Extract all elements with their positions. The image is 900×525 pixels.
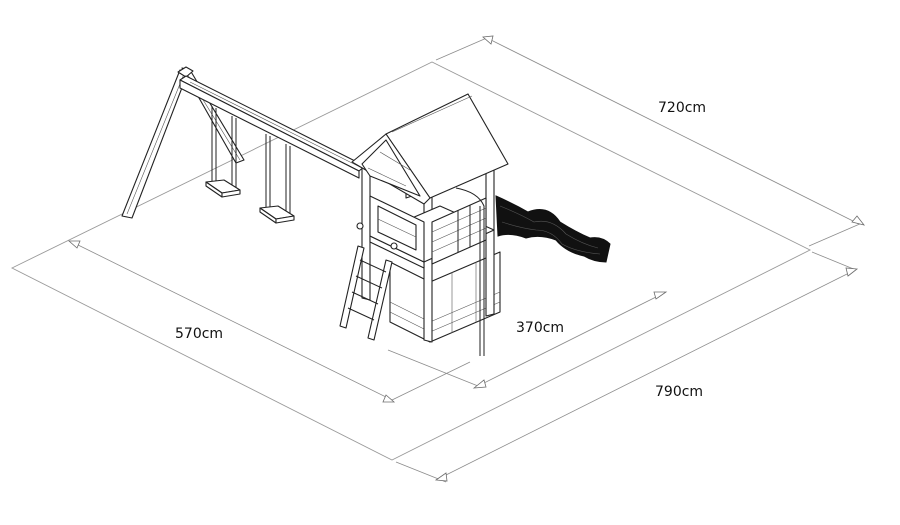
dimension-790: 790cm — [395, 251, 859, 483]
wavy-slide — [495, 195, 611, 263]
ladder-rung — [359, 259, 387, 273]
tower-handle — [356, 222, 364, 230]
arrowhead — [482, 35, 494, 45]
dimension-570: 570cm — [67, 240, 471, 403]
tower-gable-front — [361, 139, 421, 197]
label-790cm: 790cm — [655, 384, 703, 400]
arrowhead — [434, 472, 448, 482]
tower-wall-right — [431, 197, 487, 265]
swing-leg-front — [121, 69, 189, 219]
tower-handle — [390, 242, 398, 250]
ladder-rung — [351, 291, 379, 305]
arrowhead — [472, 379, 487, 389]
swing-seat-2 — [259, 134, 295, 224]
ladder-rail-right — [367, 259, 393, 341]
playhouse-tower — [351, 93, 509, 343]
dimension-720: 720cm — [435, 35, 866, 247]
swing-beam-side — [179, 79, 360, 179]
arrowhead — [845, 267, 859, 277]
tower-post-right — [485, 167, 495, 317]
tower-post-left — [361, 157, 371, 301]
arrowhead — [653, 291, 668, 300]
ladder-rail-left — [339, 245, 365, 329]
swing-seat-1 — [205, 106, 241, 198]
label-570cm: 570cm — [175, 326, 223, 342]
swing-frame — [121, 66, 366, 219]
arrowhead — [67, 240, 81, 249]
dimension-370: 370cm — [387, 291, 668, 389]
ladder — [339, 245, 393, 341]
ladder-rung — [347, 307, 375, 321]
arrowhead — [851, 215, 866, 226]
label-720cm: 720cm — [658, 100, 706, 116]
swing-leg-cap — [177, 66, 194, 78]
slide-body — [495, 195, 611, 263]
label-370cm: 370cm — [516, 320, 564, 336]
climbing-rope — [455, 187, 485, 356]
ladder-rung — [355, 275, 383, 289]
arrowhead — [382, 394, 396, 403]
